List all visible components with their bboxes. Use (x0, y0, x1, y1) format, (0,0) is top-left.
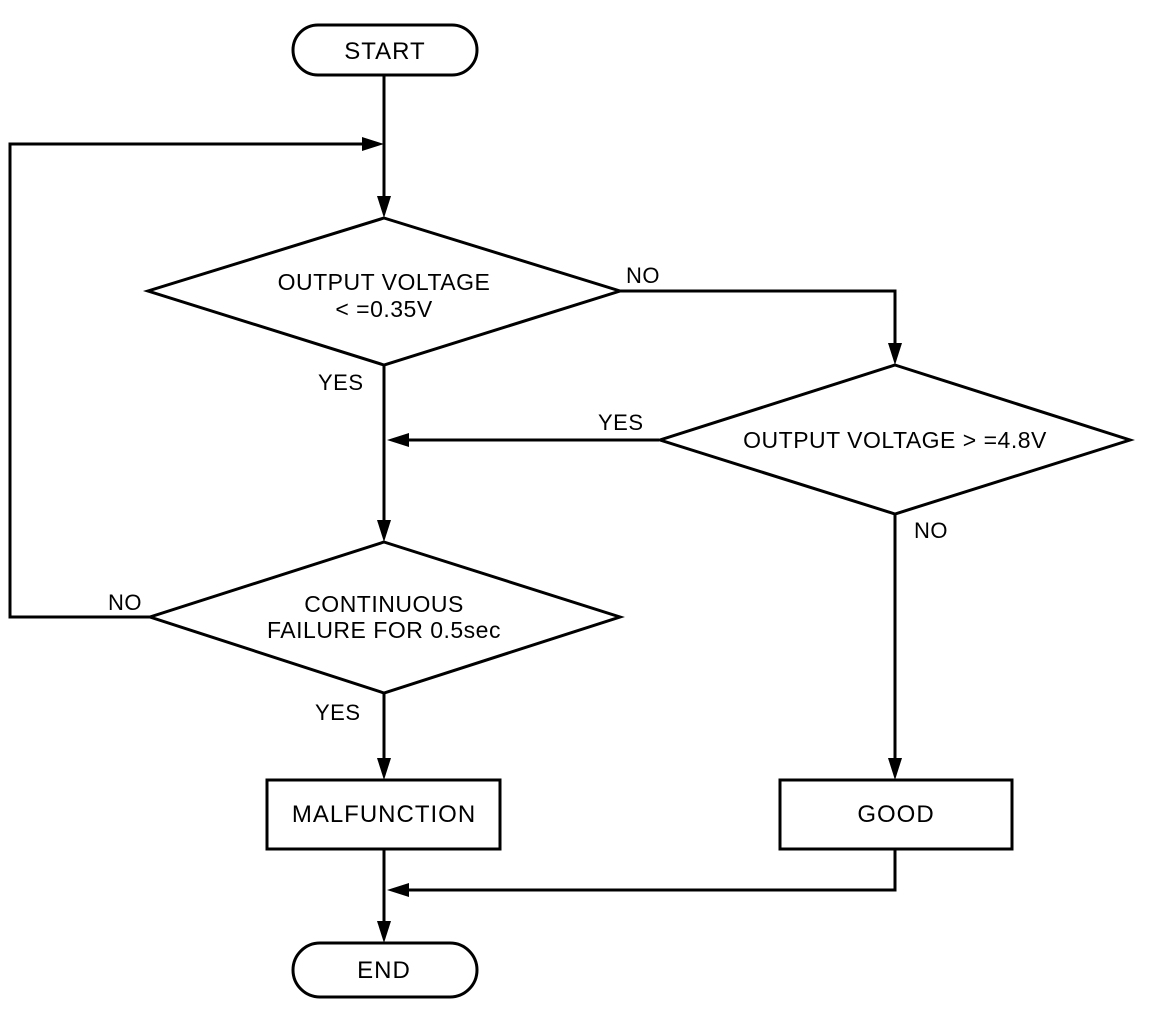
end-node (291, 941, 479, 999)
arrowhead-good-junction (387, 883, 409, 897)
malfunction-label: MALFUNCTION (292, 801, 476, 828)
check-continuous-no-label: NO (108, 590, 142, 615)
edge-lines (8, 75, 897, 925)
arrowhead-into-good (888, 758, 902, 780)
check-low-yes-label: YES (318, 370, 364, 395)
decision-output-voltage-low (142, 216, 626, 367)
decision-output-voltage-high (655, 363, 1135, 516)
check-low-label-line1: OUTPUT VOLTAGE (278, 269, 491, 295)
node-shapes (142, 23, 1135, 999)
check-high-label: OUTPUT VOLTAGE > =4.8V (743, 427, 1047, 453)
check-continuous-label-line2: FAILURE FOR 0.5sec (267, 617, 501, 643)
edge-labels: NO YES YES NO NO YES (108, 263, 948, 725)
check-low-no-label: NO (626, 263, 660, 288)
arrowhead-check-high-yes-junction (387, 433, 409, 447)
malfunction-node (265, 778, 502, 851)
check-low-label-line2: < =0.35V (335, 296, 433, 322)
good-label: GOOD (857, 801, 934, 828)
edge-check-low-no (620, 289, 897, 347)
start-label: START (344, 38, 425, 65)
check-continuous-label-line1: CONTINUOUS (304, 591, 464, 617)
start-node (291, 23, 479, 77)
end-label: END (357, 957, 411, 984)
arrowheads (362, 137, 902, 943)
arrowhead-into-malfunction (377, 758, 391, 780)
decision-continuous-failure (145, 540, 625, 695)
edge-check-continuous-no-loopback (8, 142, 362, 619)
arrowhead-into-check-high (888, 343, 902, 365)
arrowhead-into-check-low (377, 196, 391, 218)
arrowhead-check-low-yes (377, 520, 391, 542)
check-high-no-label: NO (914, 518, 948, 543)
arrowhead-into-end (377, 921, 391, 943)
good-node (778, 778, 1014, 851)
node-labels: START OUTPUT VOLTAGE < =0.35V OUTPUT VOL… (267, 38, 1047, 984)
check-high-yes-label: YES (598, 410, 644, 435)
check-continuous-yes-label: YES (315, 700, 361, 725)
arrowhead-loopback-junction (362, 137, 384, 151)
edge-good-to-end (409, 849, 897, 892)
